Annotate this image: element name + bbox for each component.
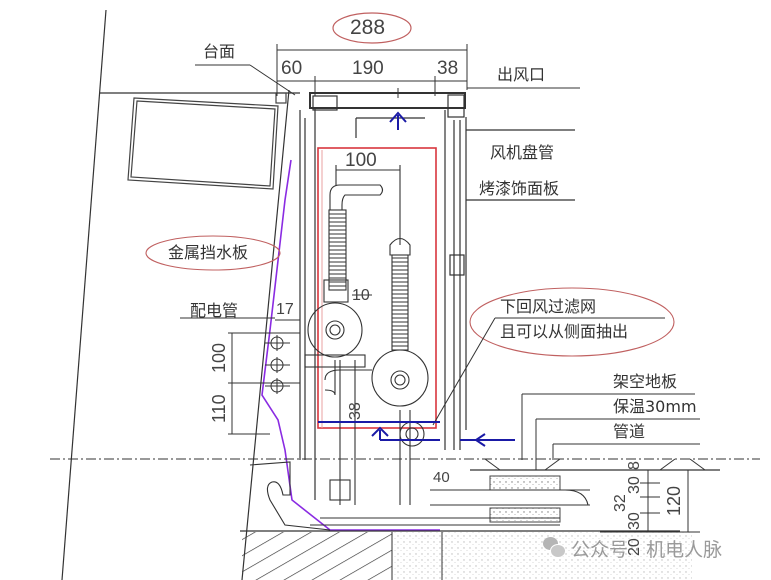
countertop-box bbox=[127, 92, 287, 190]
label-metal-splash-plate: 金属挡水板 bbox=[168, 243, 249, 262]
label-fan-coil: 风机盘管 bbox=[490, 143, 555, 162]
floor-supports bbox=[484, 458, 706, 471]
label-countertop: 台面 bbox=[203, 42, 236, 61]
airflow-arrows bbox=[318, 111, 515, 447]
dimension-17: 17 bbox=[276, 301, 294, 318]
dimension-38-vertical: 38 bbox=[347, 402, 364, 420]
insulation-bottom bbox=[489, 507, 561, 523]
dimension-pipe-spacing-100: 100 bbox=[345, 150, 377, 171]
dimension-right-32: 32 bbox=[612, 494, 629, 512]
pipes bbox=[275, 165, 429, 505]
label-insulation: 保温30mm bbox=[613, 397, 697, 416]
label-raised-floor: 架空地板 bbox=[613, 372, 678, 391]
dimension-40: 40 bbox=[433, 469, 450, 486]
metal-splash-plate bbox=[261, 159, 440, 531]
dimension-38: 38 bbox=[437, 58, 459, 79]
dimension-190: 190 bbox=[352, 58, 384, 79]
conduit-circles bbox=[265, 335, 290, 394]
dimension-right-total-120: 120 bbox=[664, 485, 684, 516]
dimension-right-30b: 30 bbox=[626, 512, 643, 530]
left-dimension-lines bbox=[180, 317, 300, 435]
label-air-outlet: 出风口 bbox=[497, 65, 546, 84]
total-width-dimension: 288 bbox=[350, 16, 386, 39]
dimension-left-110: 110 bbox=[209, 394, 229, 423]
dimension-60: 60 bbox=[281, 58, 303, 79]
slab-hatch bbox=[242, 532, 392, 580]
label-pipe: 管道 bbox=[613, 422, 646, 441]
countertop-leader bbox=[195, 64, 296, 96]
dimension-left-100: 100 bbox=[209, 342, 229, 373]
highlight-ellipse-filter bbox=[469, 287, 675, 357]
dimension-right-30a: 30 bbox=[626, 476, 643, 494]
curb bbox=[249, 461, 331, 531]
wechat-icon bbox=[543, 537, 566, 559]
dimension-right-8: 8 bbox=[626, 461, 643, 470]
label-conduit: 配电管 bbox=[190, 301, 239, 320]
label-filter-line2: 且可以从侧面抽出 bbox=[500, 322, 629, 341]
highlight-ellipse-288 bbox=[332, 12, 412, 44]
insulation-top bbox=[489, 475, 561, 491]
label-painted-panel: 烤漆饰面板 bbox=[479, 179, 560, 198]
wall-lines bbox=[61, 9, 300, 580]
floor-leaders bbox=[521, 393, 700, 470]
fan-coil-unit-outline bbox=[317, 147, 437, 429]
label-filter-line1: 下回风过滤网 bbox=[500, 297, 597, 316]
right-dimension-lines bbox=[600, 470, 700, 533]
watermark-text: 公众号 · 机电人脉 bbox=[571, 539, 723, 561]
highlight-ellipse-splash-plate bbox=[145, 235, 281, 271]
fan-coil-housing bbox=[299, 92, 575, 500]
filter-leader bbox=[432, 317, 665, 426]
dimension-10: 10 bbox=[352, 287, 370, 304]
pipe-run bbox=[310, 479, 590, 526]
